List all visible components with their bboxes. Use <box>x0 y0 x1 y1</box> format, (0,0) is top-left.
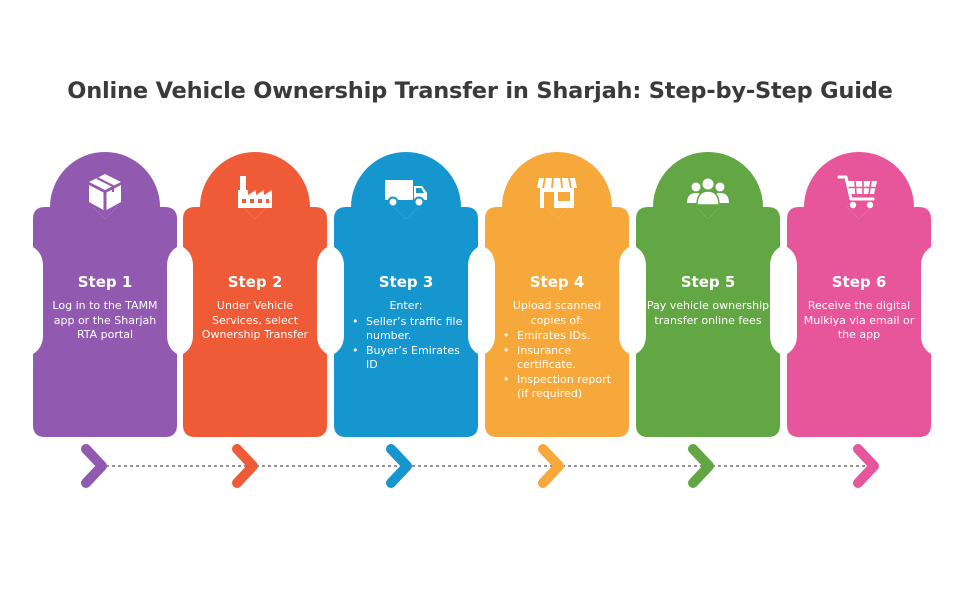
step-title: Step 4 <box>529 273 585 291</box>
step-card-5: Step 5 Pay vehicle ownership transfer on… <box>636 150 780 437</box>
step-description: Enter: <box>389 299 423 312</box>
step-card-4: Step 4 Upload scanned copies of: Emirate… <box>485 150 629 437</box>
chevron-right-icon <box>386 444 412 488</box>
people-group-icon <box>684 168 732 216</box>
chevron-right-icon <box>81 444 107 488</box>
step-description: Receive the digital Mulkiya via email or… <box>803 299 915 341</box>
factory-icon <box>231 168 279 216</box>
chevron-right-icon <box>688 444 714 488</box>
chevron-right-icon <box>232 444 258 488</box>
step-description: Under Vehicle Services, select Ownership… <box>201 299 309 341</box>
step-bullet-list: Seller’s traffic file number. Buyer’s Em… <box>348 315 472 373</box>
step-description: Log in to the TAMM app or the Sharjah RT… <box>52 299 158 341</box>
step-description: Upload scanned copies of: <box>512 299 602 327</box>
page-title: Online Vehicle Ownership Transfer in Sha… <box>67 78 893 104</box>
list-item: Seller’s traffic file number. <box>348 315 472 343</box>
step-bullet-list: Emirates IDs. Insurance certificate. Ins… <box>499 329 623 402</box>
step-card-1: Step 1 Log in to the TAMM app or the Sha… <box>33 150 177 437</box>
step-card-6: Step 6 Receive the digital Mulkiya via e… <box>787 150 931 437</box>
step-title: Step 3 <box>378 273 434 291</box>
list-item: Buyer’s Emirates ID <box>348 344 472 372</box>
list-item: Inspection report (if required) <box>499 373 623 401</box>
step-title: Step 5 <box>680 273 736 291</box>
step-title: Step 2 <box>227 273 283 291</box>
step-card-shape <box>183 152 327 437</box>
step-card-2: Step 2 Under Vehicle Services, select Ow… <box>183 150 327 437</box>
chevron-right-icon <box>538 444 564 488</box>
delivery-truck-icon <box>382 168 430 216</box>
package-box-icon <box>81 168 129 216</box>
list-item: Insurance certificate. <box>499 344 623 372</box>
step-card-3: Step 3 Enter: Seller’s traffic file numb… <box>334 150 478 437</box>
chevron-right-icon <box>853 444 879 488</box>
list-item: Emirates IDs. <box>499 329 623 343</box>
step-title: Step 1 <box>77 273 133 291</box>
shopping-cart-icon <box>835 168 883 216</box>
step-description: Pay vehicle ownership transfer online fe… <box>646 299 770 327</box>
step-connector <box>81 444 879 488</box>
step-title: Step 6 <box>831 273 887 291</box>
storefront-icon <box>533 168 581 216</box>
